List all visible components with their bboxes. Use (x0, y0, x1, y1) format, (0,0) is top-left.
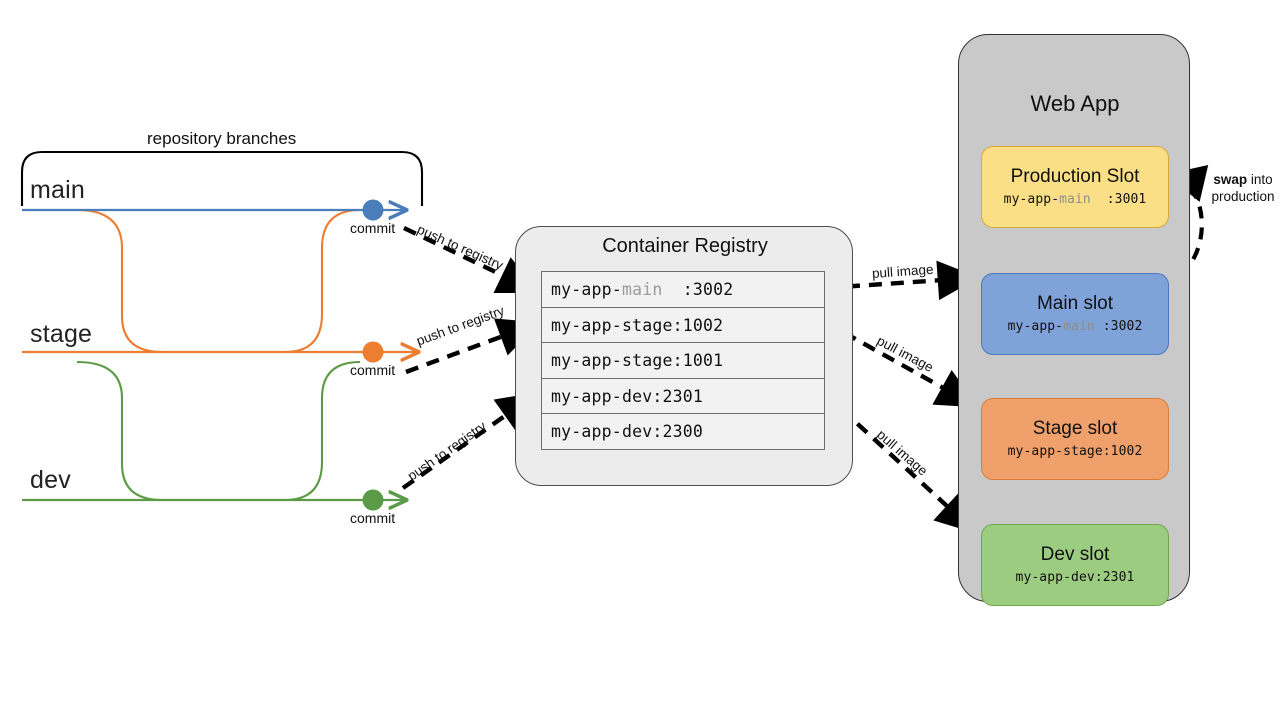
commit-label-dev: commit (350, 510, 396, 526)
slot-title: Production Slot (1010, 166, 1140, 188)
registry-image-tag: :1001 (672, 351, 724, 370)
slot-image-tag: :3001 (1090, 191, 1147, 207)
slot-image-tag: :3002 (1094, 318, 1143, 334)
slot-image-branch: stage (1063, 443, 1103, 459)
slot-title: Dev slot (1040, 544, 1110, 566)
repository-branches-label: repository branches (147, 129, 297, 148)
web-app-panel: Web App Production Slot my-app-main :300… (958, 34, 1190, 606)
registry-image-branch: stage (621, 315, 673, 335)
slot-image-prefix: my-app- (1015, 569, 1072, 585)
registry-image-prefix: my-app- (551, 280, 622, 299)
branch-label-main: main (30, 176, 85, 204)
registry-row[interactable]: my-app-main :3002 (542, 272, 824, 308)
slot-image: my-app-dev:2301 (1016, 570, 1135, 585)
push-arrow-stage (405, 318, 540, 375)
slot-title: Stage slot (1032, 418, 1118, 440)
branch-label-stage: stage (30, 320, 93, 348)
slot-image-prefix: my-app- (1007, 318, 1064, 334)
container-registry-panel: Container Registry my-app-main :3002 my-… (515, 226, 853, 486)
slot-main[interactable]: Main slot my-app-main :3002 (981, 273, 1169, 355)
registry-image-tag: :1002 (672, 315, 724, 335)
commit-label-stage: commit (350, 362, 396, 378)
slot-image-prefix: my-app- (1003, 191, 1060, 207)
registry-row[interactable]: my-app-dev:2300 (542, 414, 824, 450)
slot-image: my-app-main :3002 (1008, 319, 1143, 334)
web-app-title: Web App (1030, 91, 1120, 116)
slot-image-branch: main (1063, 318, 1095, 334)
repository-bracket (20, 150, 424, 206)
registry-image-tag: :2301 (652, 386, 704, 406)
registry-image-branch: dev (621, 386, 653, 406)
branch-label-dev: dev (30, 466, 71, 494)
registry-row[interactable]: my-app-stage:1001 (542, 343, 824, 379)
push-arrow-dev (401, 391, 539, 490)
registry-image-prefix: my-app- (551, 386, 622, 406)
registry-image-branch: stage (621, 351, 673, 370)
swap-label-rest: into production (1211, 172, 1275, 204)
commit-dot-stage (362, 341, 384, 363)
registry-image-prefix: my-app- (551, 351, 622, 370)
slot-image-prefix: my-app- (1007, 443, 1064, 459)
commit-dot-main (362, 199, 384, 221)
registry-image-tag: :3002 (662, 280, 734, 299)
registry-image-branch: main (621, 280, 663, 299)
registry-row[interactable]: my-app-dev:2301 (542, 378, 824, 414)
registry-image-branch: dev (621, 422, 653, 441)
slot-image: my-app-main :3001 (1004, 192, 1147, 207)
push-arrow-main (403, 226, 540, 294)
registry-image-prefix: my-app- (551, 315, 622, 335)
container-registry-title: Container Registry (602, 235, 768, 257)
dev-to-stage-merge-curve (262, 360, 361, 502)
slot-title: Main slot (1036, 293, 1114, 315)
registry-image-tag: :2300 (652, 422, 704, 441)
stage-to-main-branch-curve (76, 208, 330, 354)
slot-image-tag: :2301 (1094, 569, 1135, 585)
slot-stage[interactable]: Stage slot my-app-stage:1002 (981, 398, 1169, 480)
swap-arrow (1159, 165, 1209, 285)
swap-into-production-label: swap into production (1198, 172, 1280, 206)
commit-label-main: commit (350, 220, 396, 236)
registry-image-prefix: my-app- (551, 422, 622, 441)
slot-image-branch: main (1059, 191, 1091, 207)
commit-dot-dev (362, 489, 384, 511)
slot-image-tag: :1002 (1102, 443, 1143, 459)
swap-label-bold: swap (1213, 172, 1248, 187)
registry-image-list: my-app-main :3002 my-app-stage:1002 my-a… (541, 271, 825, 450)
slot-image: my-app-stage:1002 (1008, 444, 1143, 459)
stage-to-main-merge-curve (262, 208, 361, 354)
slot-production[interactable]: Production Slot my-app-main :3001 (981, 146, 1169, 228)
registry-row[interactable]: my-app-stage:1002 (542, 307, 824, 343)
dev-to-stage-branch-curve (76, 360, 330, 502)
slot-dev[interactable]: Dev slot my-app-dev:2301 (981, 524, 1169, 606)
slot-image-branch: dev (1071, 569, 1095, 585)
